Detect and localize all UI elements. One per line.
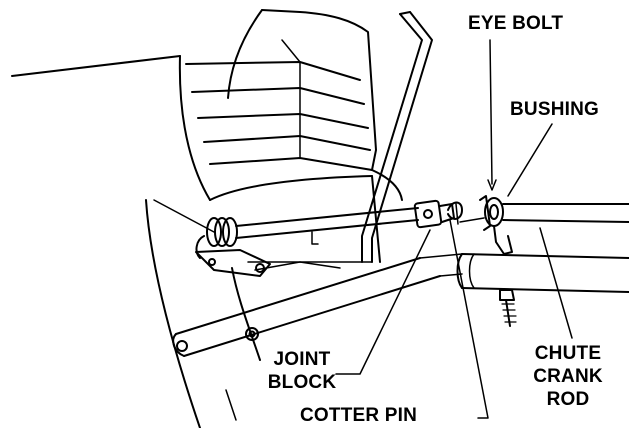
label-cotter-pin: COTTER PIN — [300, 405, 418, 426]
body-contour — [145, 199, 201, 428]
label-joint-block: JOINT BLOCK — [262, 348, 342, 394]
mounting-bracket — [195, 249, 271, 277]
eye-bolt-shape — [479, 195, 491, 231]
joint-block-shape — [413, 199, 455, 229]
cotter-pin-shape — [447, 201, 463, 220]
label-eye-bolt: EYE BOLT — [468, 13, 564, 34]
label-bushing: BUSHING — [510, 99, 600, 120]
label-chute-crank-rod-line-3: ROD — [546, 389, 590, 410]
eye-bolt-leader-arrow — [487, 179, 497, 191]
frame-edge-line — [11, 55, 181, 77]
engine-body — [371, 169, 403, 201]
shroud-louvres — [185, 61, 361, 81]
eye-bolt-leader — [489, 39, 493, 185]
chute-crank-rod-leader — [539, 227, 573, 339]
chute-handle-rods — [361, 13, 423, 263]
label-joint-block-line-2: BLOCK — [267, 372, 337, 393]
lower-arm — [175, 257, 421, 335]
label-chute-crank-rod-line-1: CHUTE — [534, 343, 602, 364]
joint-block-leader — [335, 229, 431, 375]
engine-shroud — [178, 55, 211, 201]
label-chute-crank-rod-line-2: CRANK — [533, 366, 603, 387]
crank-rod — [235, 207, 419, 227]
spring — [206, 217, 238, 247]
lower-bolt — [499, 289, 515, 301]
label-chute-crank-rod: CHUTE CRANK ROD — [518, 342, 618, 411]
label-joint-block-line-1: JOINT — [273, 349, 331, 370]
support-tube — [456, 253, 463, 289]
cotter-pin-leader — [449, 219, 489, 419]
bushing-leader — [507, 123, 553, 197]
